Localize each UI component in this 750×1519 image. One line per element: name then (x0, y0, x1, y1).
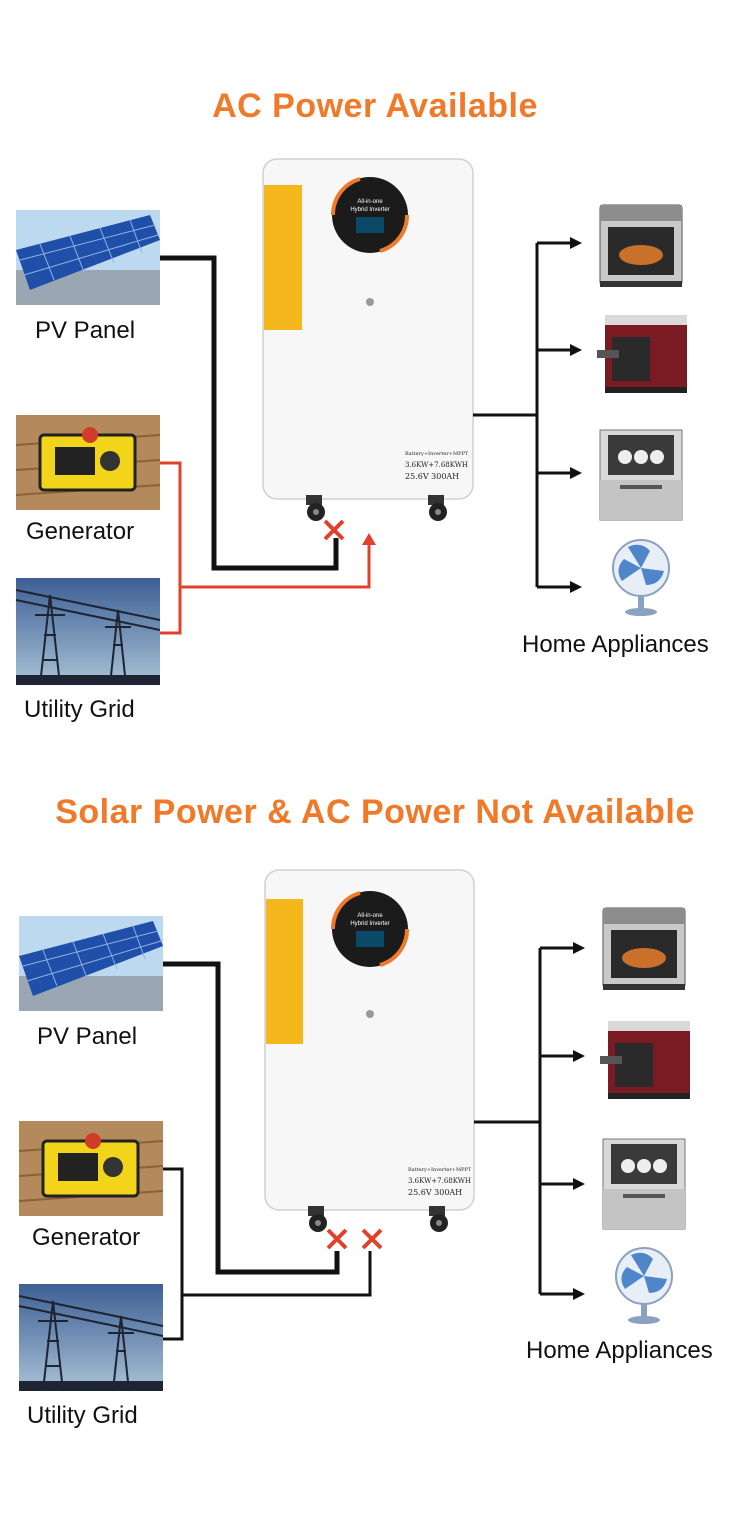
home-appliances-label: Home Appliances (526, 1337, 713, 1364)
inverter-badge-line2: Hybrid Inverter (350, 207, 389, 213)
utility-grid-label: Utility Grid (27, 1402, 138, 1429)
inverter-spec-line1: Battery+Inverter+MPPT (408, 1167, 472, 1173)
solar-panel-image (19, 916, 163, 1011)
inverter-badge-line2: Hybrid Inverter (350, 921, 389, 927)
coffee-machine-icon (600, 1021, 690, 1099)
fan-icon (615, 1247, 673, 1324)
inverter-badge-line1: All-in-one (357, 913, 383, 919)
hybrid-inverter-unit: All-in-one Hybrid Inverter Battery+Inver… (264, 869, 475, 1232)
wiring-diagram: All-in-one Hybrid Inverter Battery+Inver… (18, 869, 690, 1392)
power-lines-image (15, 578, 161, 686)
ac-input-wire (163, 1167, 372, 1341)
oven-icon (599, 204, 683, 287)
diagram-panel-solar-ac-unavailable: Solar Power & AC Power Not Available (0, 781, 750, 1486)
ac-input-arrow (362, 533, 376, 545)
diagram-panel-ac-available: AC Power Available (0, 75, 750, 780)
ac-blocked-mark (361, 1228, 383, 1250)
inverter-wheels (306, 495, 447, 521)
pv-panel-label: PV Panel (35, 317, 136, 344)
oven-icon (602, 907, 686, 990)
panel-title: AC Power Available (212, 87, 538, 125)
wiring-diagram: All-in-one Hybrid Inverter Battery+Inver… (15, 158, 687, 686)
inverter-spec-line3: 25.6V 300AH (408, 1188, 462, 1197)
output-wire (473, 241, 572, 589)
solar-panel-image (16, 210, 160, 305)
pv-blocked-mark (326, 1228, 348, 1250)
generator-label: Generator (32, 1224, 141, 1251)
inverter-spec-line2: 3.6KW+7.68KWH (408, 1177, 471, 1185)
pv-wire (163, 961, 340, 1275)
fan-icon (612, 539, 670, 616)
pv-blocked-mark (323, 519, 345, 541)
generator-image (15, 415, 161, 510)
dishwasher-icon (602, 1138, 686, 1230)
panel-title: Solar Power & AC Power Not Available (55, 793, 695, 831)
generator-label: Generator (26, 518, 135, 545)
ac-input-wire (160, 461, 371, 635)
home-appliances-label: Home Appliances (522, 631, 709, 658)
power-lines-image (18, 1284, 164, 1392)
dishwasher-icon (599, 429, 683, 521)
generator-image (18, 1121, 164, 1216)
coffee-machine-icon (597, 315, 687, 393)
inverter-badge-line1: All-in-one (357, 199, 383, 205)
output-arrows (573, 942, 585, 1300)
hybrid-inverter-unit: All-in-one Hybrid Inverter Battery+Inver… (262, 158, 474, 521)
utility-grid-label: Utility Grid (24, 696, 135, 723)
inverter-spec-line2: 3.6KW+7.68KWH (405, 461, 468, 469)
inverter-spec-line1: Battery+Inverter+MPPT (405, 451, 469, 457)
pv-wire (160, 255, 339, 571)
output-wire (474, 946, 575, 1296)
pv-panel-label: PV Panel (37, 1023, 138, 1050)
inverter-wheels (308, 1206, 448, 1232)
output-arrows (570, 237, 582, 593)
inverter-spec-line3: 25.6V 300AH (405, 472, 459, 481)
